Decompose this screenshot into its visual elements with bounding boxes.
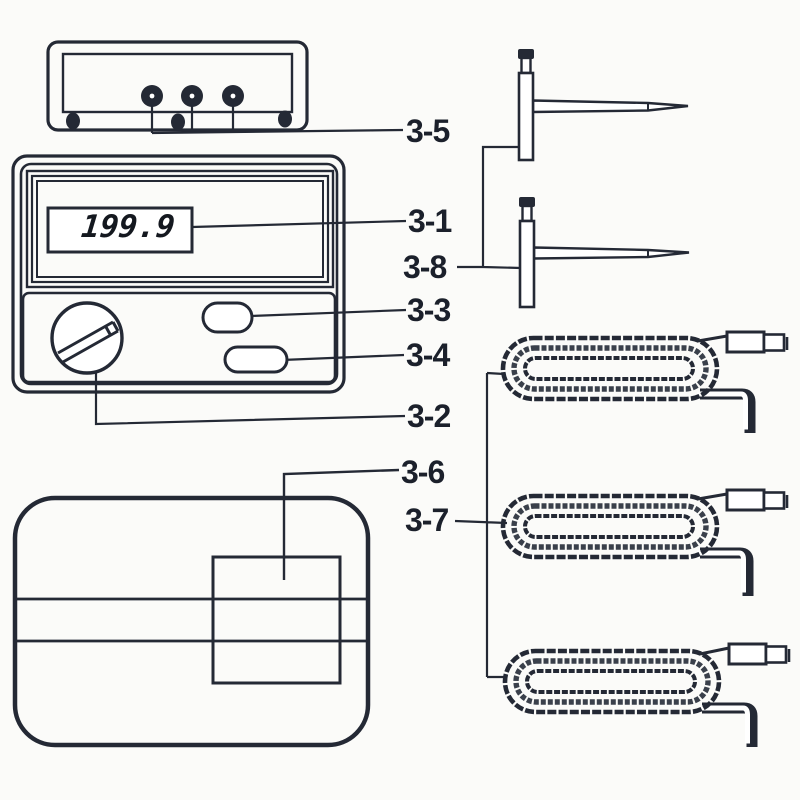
- leader-line-3-1: [191, 219, 407, 229]
- callout-3-5: 3-5: [406, 113, 450, 149]
- coil-connector-tip: [762, 491, 786, 510]
- coil-connector-tip: [764, 645, 788, 664]
- rear-panel-face: [61, 52, 294, 114]
- case-pocket: [211, 555, 342, 685]
- coil-connector: [725, 330, 766, 354]
- probe-neck: [520, 56, 532, 75]
- jack-center-dot: [189, 93, 195, 99]
- lcd-window: [46, 206, 194, 254]
- input-jacks: [141, 85, 244, 107]
- probe-cap: [519, 197, 535, 207]
- coil-winding-outer: [500, 335, 720, 402]
- coil-hook-outer: [700, 388, 756, 433]
- coil-winding-middle: [511, 345, 709, 392]
- coil-winding-inner: [523, 514, 695, 539]
- meter-outline: [11, 154, 346, 394]
- needle-probes: [457, 49, 690, 309]
- coil-probe-2: [500, 488, 789, 596]
- coil-winding-outer: [502, 648, 722, 715]
- needle-probe-top: [517, 49, 689, 162]
- leader-bracket-3-7: [454, 371, 508, 679]
- meter-body: [11, 154, 407, 426]
- callout-3-6: 3-6: [401, 454, 445, 490]
- knob-slot-icon: [57, 320, 120, 364]
- coil-winding-inner: [523, 356, 695, 381]
- leader-line-3-6: [282, 468, 400, 580]
- lcd-value: 199.9: [79, 209, 177, 245]
- coil-winding-inner: [525, 669, 697, 694]
- callout-3-7: 3-7: [405, 502, 449, 538]
- display-bezel-outer: [25, 169, 335, 289]
- probe-needle: [532, 246, 690, 260]
- display-bezel-inner: [36, 180, 324, 278]
- coil-hook-outer: [702, 702, 758, 747]
- probe-body: [518, 219, 536, 309]
- rotary-knob: [50, 301, 124, 375]
- coil-connector: [727, 642, 768, 666]
- coil-winding-middle: [511, 503, 709, 550]
- callout-3-8: 3-8: [403, 249, 447, 285]
- leader-line-3-3: [249, 308, 407, 318]
- large-button: [223, 345, 289, 374]
- coil-winding-outer: [500, 493, 720, 560]
- case-outline: [12, 495, 371, 748]
- coil-lead-wire: [699, 646, 730, 656]
- panel-foot: [278, 110, 292, 128]
- coil-hook-bore: [699, 705, 750, 744]
- coil-hook-outer: [700, 547, 754, 596]
- leader-line-3-5: [150, 100, 404, 135]
- small-button: [201, 301, 254, 334]
- callout-3-4: 3-4: [406, 337, 450, 373]
- meter-inner-outline: [19, 162, 339, 386]
- probe-body: [517, 71, 535, 162]
- panel-foot: [171, 113, 185, 131]
- probe-cap: [518, 49, 534, 59]
- coil-hook-bore: [697, 391, 748, 430]
- display-bezel-middle: [30, 174, 330, 284]
- callout-3-2: 3-2: [407, 398, 451, 434]
- rear-panel: [46, 40, 404, 135]
- carry-case: [12, 468, 400, 748]
- panel-foot: [66, 112, 80, 130]
- coil-probes: [454, 330, 791, 747]
- probe-needle: [531, 99, 689, 114]
- coil-connector: [725, 488, 766, 512]
- jack-center-dot: [230, 93, 236, 99]
- coil-hook-bore: [697, 550, 746, 593]
- jack-center-dot: [149, 93, 155, 99]
- callout-3-3: 3-3: [407, 292, 451, 328]
- needle-probe-bottom: [518, 197, 690, 309]
- control-panel-section: [21, 291, 337, 384]
- probe-neck: [521, 204, 533, 223]
- coil-winding-middle: [513, 658, 711, 705]
- coil-probe-3: [502, 642, 791, 747]
- coil-probe-1: [500, 330, 789, 433]
- coil-connector-tip: [762, 333, 786, 352]
- leader-bracket-3-8: [457, 145, 522, 270]
- callout-3-1: 3-1: [408, 203, 452, 239]
